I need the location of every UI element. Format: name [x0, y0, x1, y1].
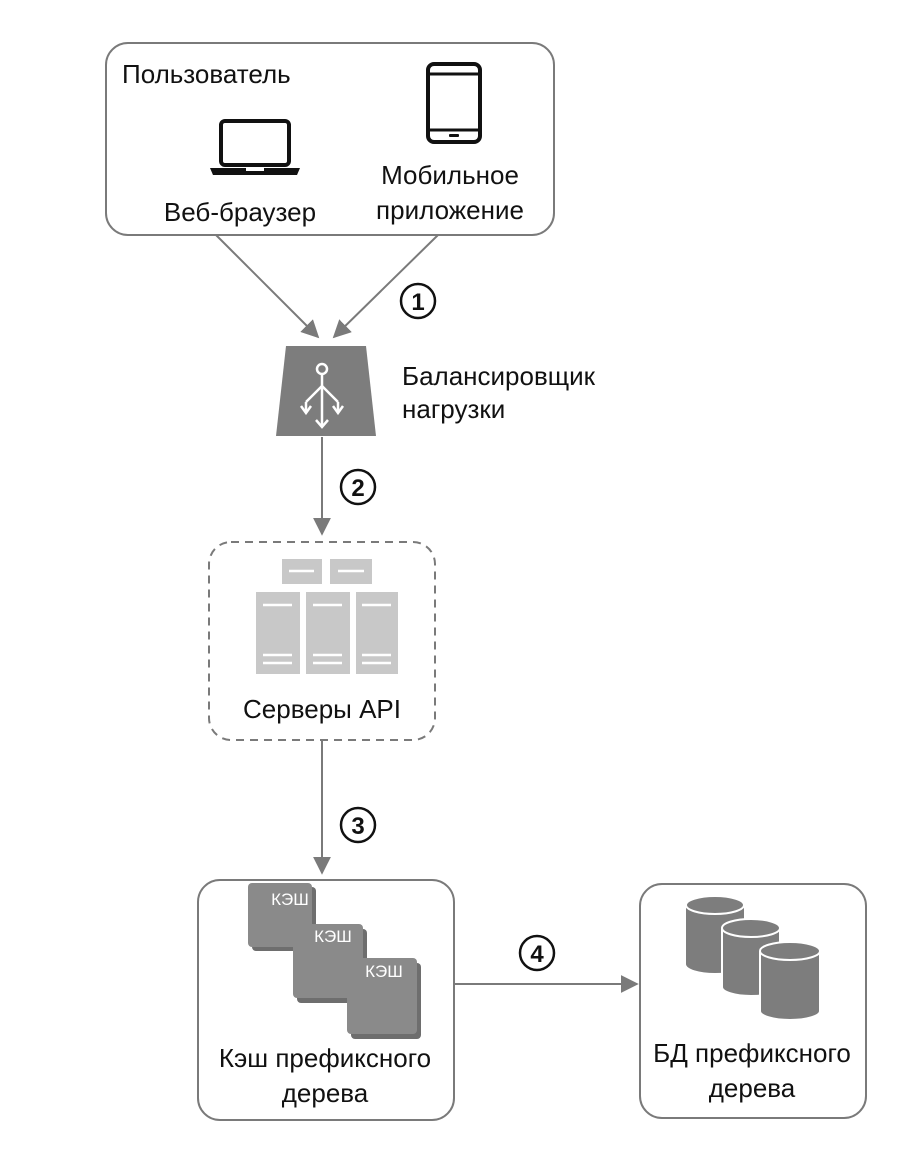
- step-4-badge: 4: [518, 934, 556, 972]
- mobile-app-label-line2: приложение: [376, 195, 524, 225]
- step-1-label: 1: [411, 289, 424, 316]
- cache-tile-2-label: КЭШ: [314, 927, 352, 946]
- mobile-phone-icon: [426, 62, 482, 144]
- cache-label-line2: дерева: [282, 1078, 369, 1108]
- user-title: Пользователь: [122, 59, 291, 89]
- load-balancer-icon: [276, 346, 376, 436]
- mobile-app-label-line1: Мобильное: [381, 160, 519, 190]
- step-2-badge: 2: [339, 468, 377, 506]
- db-label-line1: БД префиксного: [653, 1038, 851, 1068]
- arrow-browser-to-lb: [215, 234, 320, 339]
- laptop-icon: [210, 119, 300, 175]
- arrow-mobile-to-lb: [332, 234, 439, 339]
- api-servers-group: Серверы API: [208, 541, 436, 741]
- user-box: [105, 42, 555, 236]
- user-group: Пользователь Веб-браузер Мобильное прило…: [105, 42, 555, 236]
- server-rack-icon: [256, 559, 398, 674]
- step-2-label: 2: [351, 475, 364, 502]
- cache-tile-1-label: КЭШ: [271, 890, 309, 909]
- cache-label-line1: Кэш префиксного: [219, 1043, 431, 1073]
- cache-tile-3-label: КЭШ: [365, 962, 403, 981]
- step-3-label: 3: [351, 813, 364, 840]
- cache-group: КЭШ КЭШ КЭШ Кэш префиксного дерева: [197, 879, 455, 1121]
- step-1-badge: 1: [399, 282, 437, 320]
- step-3-badge: 3: [339, 806, 377, 844]
- db-group: БД префиксного дерева: [639, 883, 867, 1119]
- db-label-line2: дерева: [709, 1073, 796, 1103]
- web-browser-label: Веб-браузер: [164, 197, 316, 227]
- database-icon: [685, 895, 821, 1021]
- cache-tile-3: КЭШ: [347, 958, 421, 1039]
- step-4-label: 4: [530, 941, 544, 968]
- load-balancer-label-line1: Балансировщик: [402, 361, 596, 391]
- load-balancer-label-line2: нагрузки: [402, 394, 505, 424]
- api-servers-label: Серверы API: [243, 694, 401, 724]
